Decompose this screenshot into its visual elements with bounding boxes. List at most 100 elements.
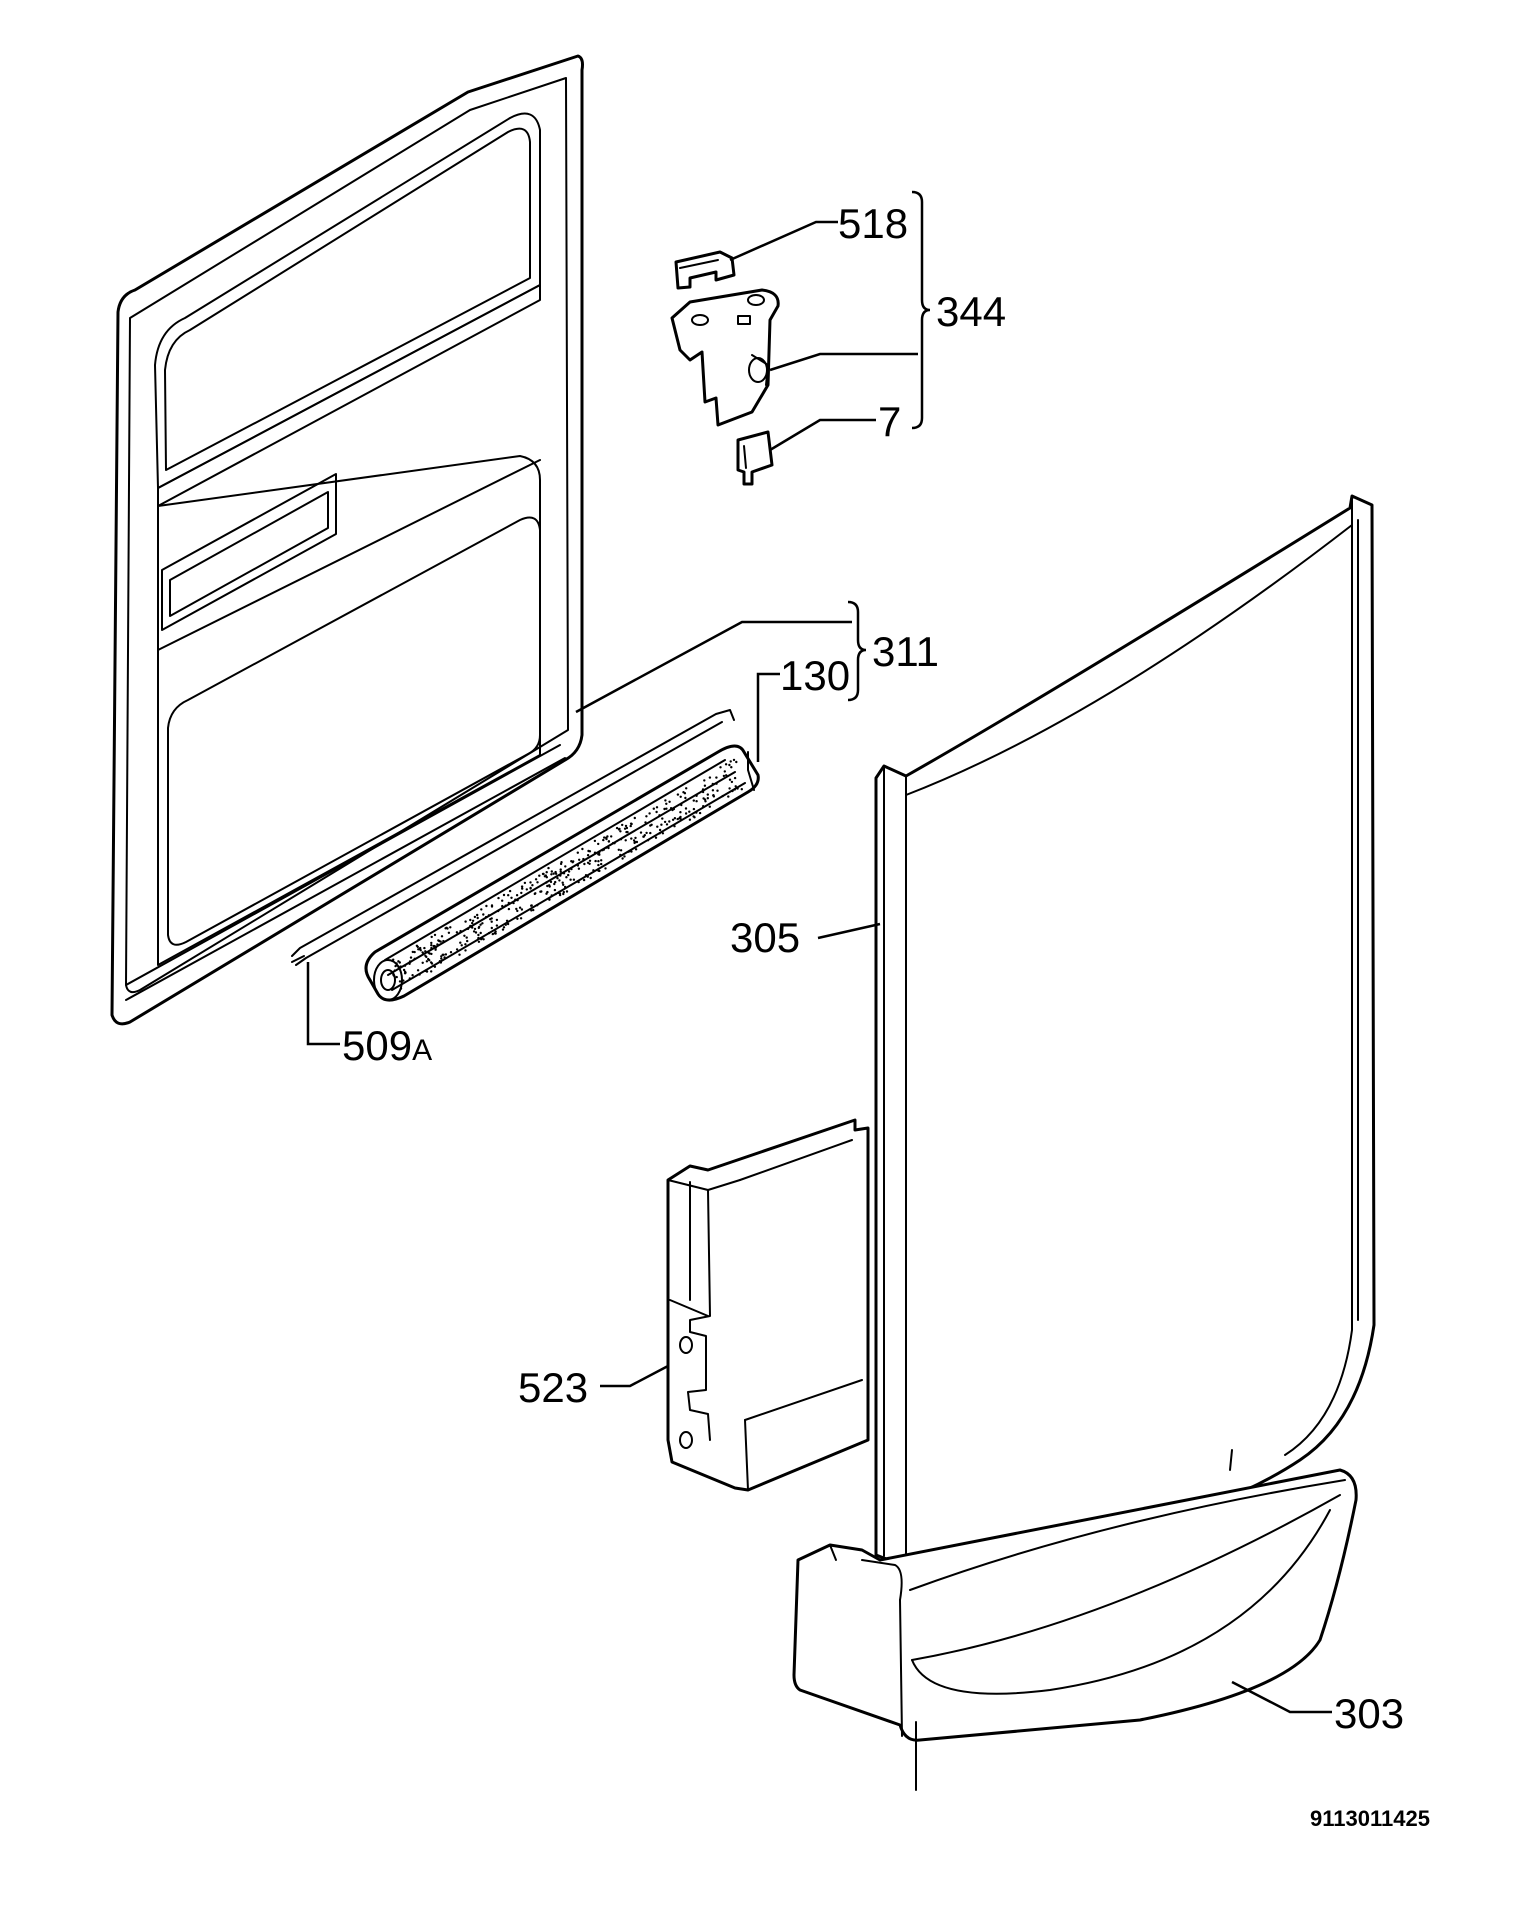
seal-dot	[592, 869, 595, 872]
seal-dot	[430, 970, 433, 973]
seal-dot	[520, 891, 523, 895]
seal-dot	[487, 931, 491, 935]
seal-dot	[723, 770, 726, 773]
seal-dot	[543, 875, 547, 878]
seal-dot	[597, 842, 600, 846]
part-303-kickplate	[792, 1449, 1358, 1791]
seal-dot	[565, 890, 569, 893]
seal-dot	[494, 932, 497, 935]
seal-dot	[586, 854, 590, 857]
seal-dot	[561, 881, 564, 884]
seal-dot	[416, 945, 419, 949]
seal-dot	[506, 922, 510, 926]
seal-dot	[633, 841, 636, 845]
seal-dot	[418, 973, 421, 976]
label-303: 303	[1334, 1690, 1404, 1737]
seal-dot	[430, 962, 434, 965]
seal-dot	[716, 789, 719, 792]
seal-dot	[671, 808, 674, 812]
seal-dot	[433, 933, 437, 937]
seal-dot	[521, 887, 524, 890]
seal-dot	[594, 859, 597, 863]
seal-dot	[722, 774, 726, 778]
seal-dot	[676, 817, 679, 821]
seal-dot	[644, 821, 647, 824]
seal-dot	[459, 941, 462, 944]
seal-dot	[440, 957, 443, 960]
seal-dot	[676, 793, 680, 796]
seal-dot	[619, 853, 622, 857]
seal-dot	[660, 823, 663, 826]
seal-dot	[531, 884, 534, 887]
outer-door-panel	[874, 494, 1376, 1570]
label-518: 518	[838, 200, 908, 247]
seal-dot	[661, 817, 664, 820]
seal-dot	[652, 807, 655, 810]
seal-dot	[430, 944, 433, 947]
seal-dot	[481, 922, 484, 925]
seal-dot	[658, 814, 661, 817]
leader-lines	[306, 190, 1332, 1714]
seal-dot	[730, 780, 734, 784]
seal-dot	[529, 886, 532, 890]
seal-dot	[601, 849, 604, 852]
seal-dot	[507, 907, 511, 911]
label-523: 523	[518, 1364, 588, 1411]
seal-dot	[559, 870, 562, 873]
seal-dot	[684, 796, 687, 800]
seal-dot	[634, 848, 638, 851]
seal-dot	[402, 968, 406, 972]
seal-dot	[424, 950, 427, 953]
seal-dot	[692, 815, 695, 818]
seal-dot	[473, 927, 477, 931]
seal-dot	[562, 883, 565, 886]
seal-dot	[515, 907, 518, 911]
seal-dot	[630, 850, 633, 853]
seal-dot	[477, 940, 481, 943]
seal-dot	[685, 787, 688, 790]
seal-dot	[455, 931, 459, 934]
seal-dot	[577, 867, 581, 870]
seal-dot	[471, 921, 474, 925]
seal-dot	[730, 766, 733, 769]
seal-dot	[514, 898, 517, 901]
seal-dot	[734, 785, 737, 788]
seal-dot	[463, 934, 466, 937]
seal-dot	[501, 904, 504, 908]
seal-dot	[424, 969, 427, 973]
seal-dot	[556, 877, 559, 880]
seal-dot	[695, 794, 698, 797]
seal-dot	[711, 789, 715, 792]
seal-dot	[395, 962, 398, 965]
seal-dot	[629, 824, 632, 828]
seal-dot	[740, 788, 743, 791]
seal-dot	[618, 827, 621, 831]
seal-dot	[399, 965, 402, 968]
seal-dot	[633, 816, 636, 820]
seal-dot	[703, 784, 707, 787]
seal-dot	[447, 931, 451, 934]
seal-dot	[532, 908, 535, 912]
seal-dot	[688, 810, 691, 813]
seal-dot	[656, 825, 659, 828]
seal-dot	[623, 827, 627, 830]
seal-dot	[729, 760, 732, 763]
seal-dot	[665, 823, 669, 826]
seal-dot	[471, 919, 475, 922]
seal-dot	[558, 892, 562, 895]
seal-dot	[417, 948, 420, 951]
seal-dot	[703, 779, 706, 782]
label-305: 305	[730, 914, 800, 961]
seal-dot	[477, 936, 480, 940]
seal-dot	[678, 816, 681, 820]
seal-dot	[393, 969, 396, 972]
seal-dot	[392, 958, 395, 961]
seal-dot	[645, 831, 648, 835]
seal-dot	[624, 839, 627, 842]
seal-dot	[548, 885, 551, 888]
seal-dot	[682, 791, 685, 794]
seal-dot	[466, 927, 470, 931]
seal-dot	[695, 800, 698, 803]
seal-dot	[661, 832, 665, 835]
seal-dot	[428, 959, 431, 962]
